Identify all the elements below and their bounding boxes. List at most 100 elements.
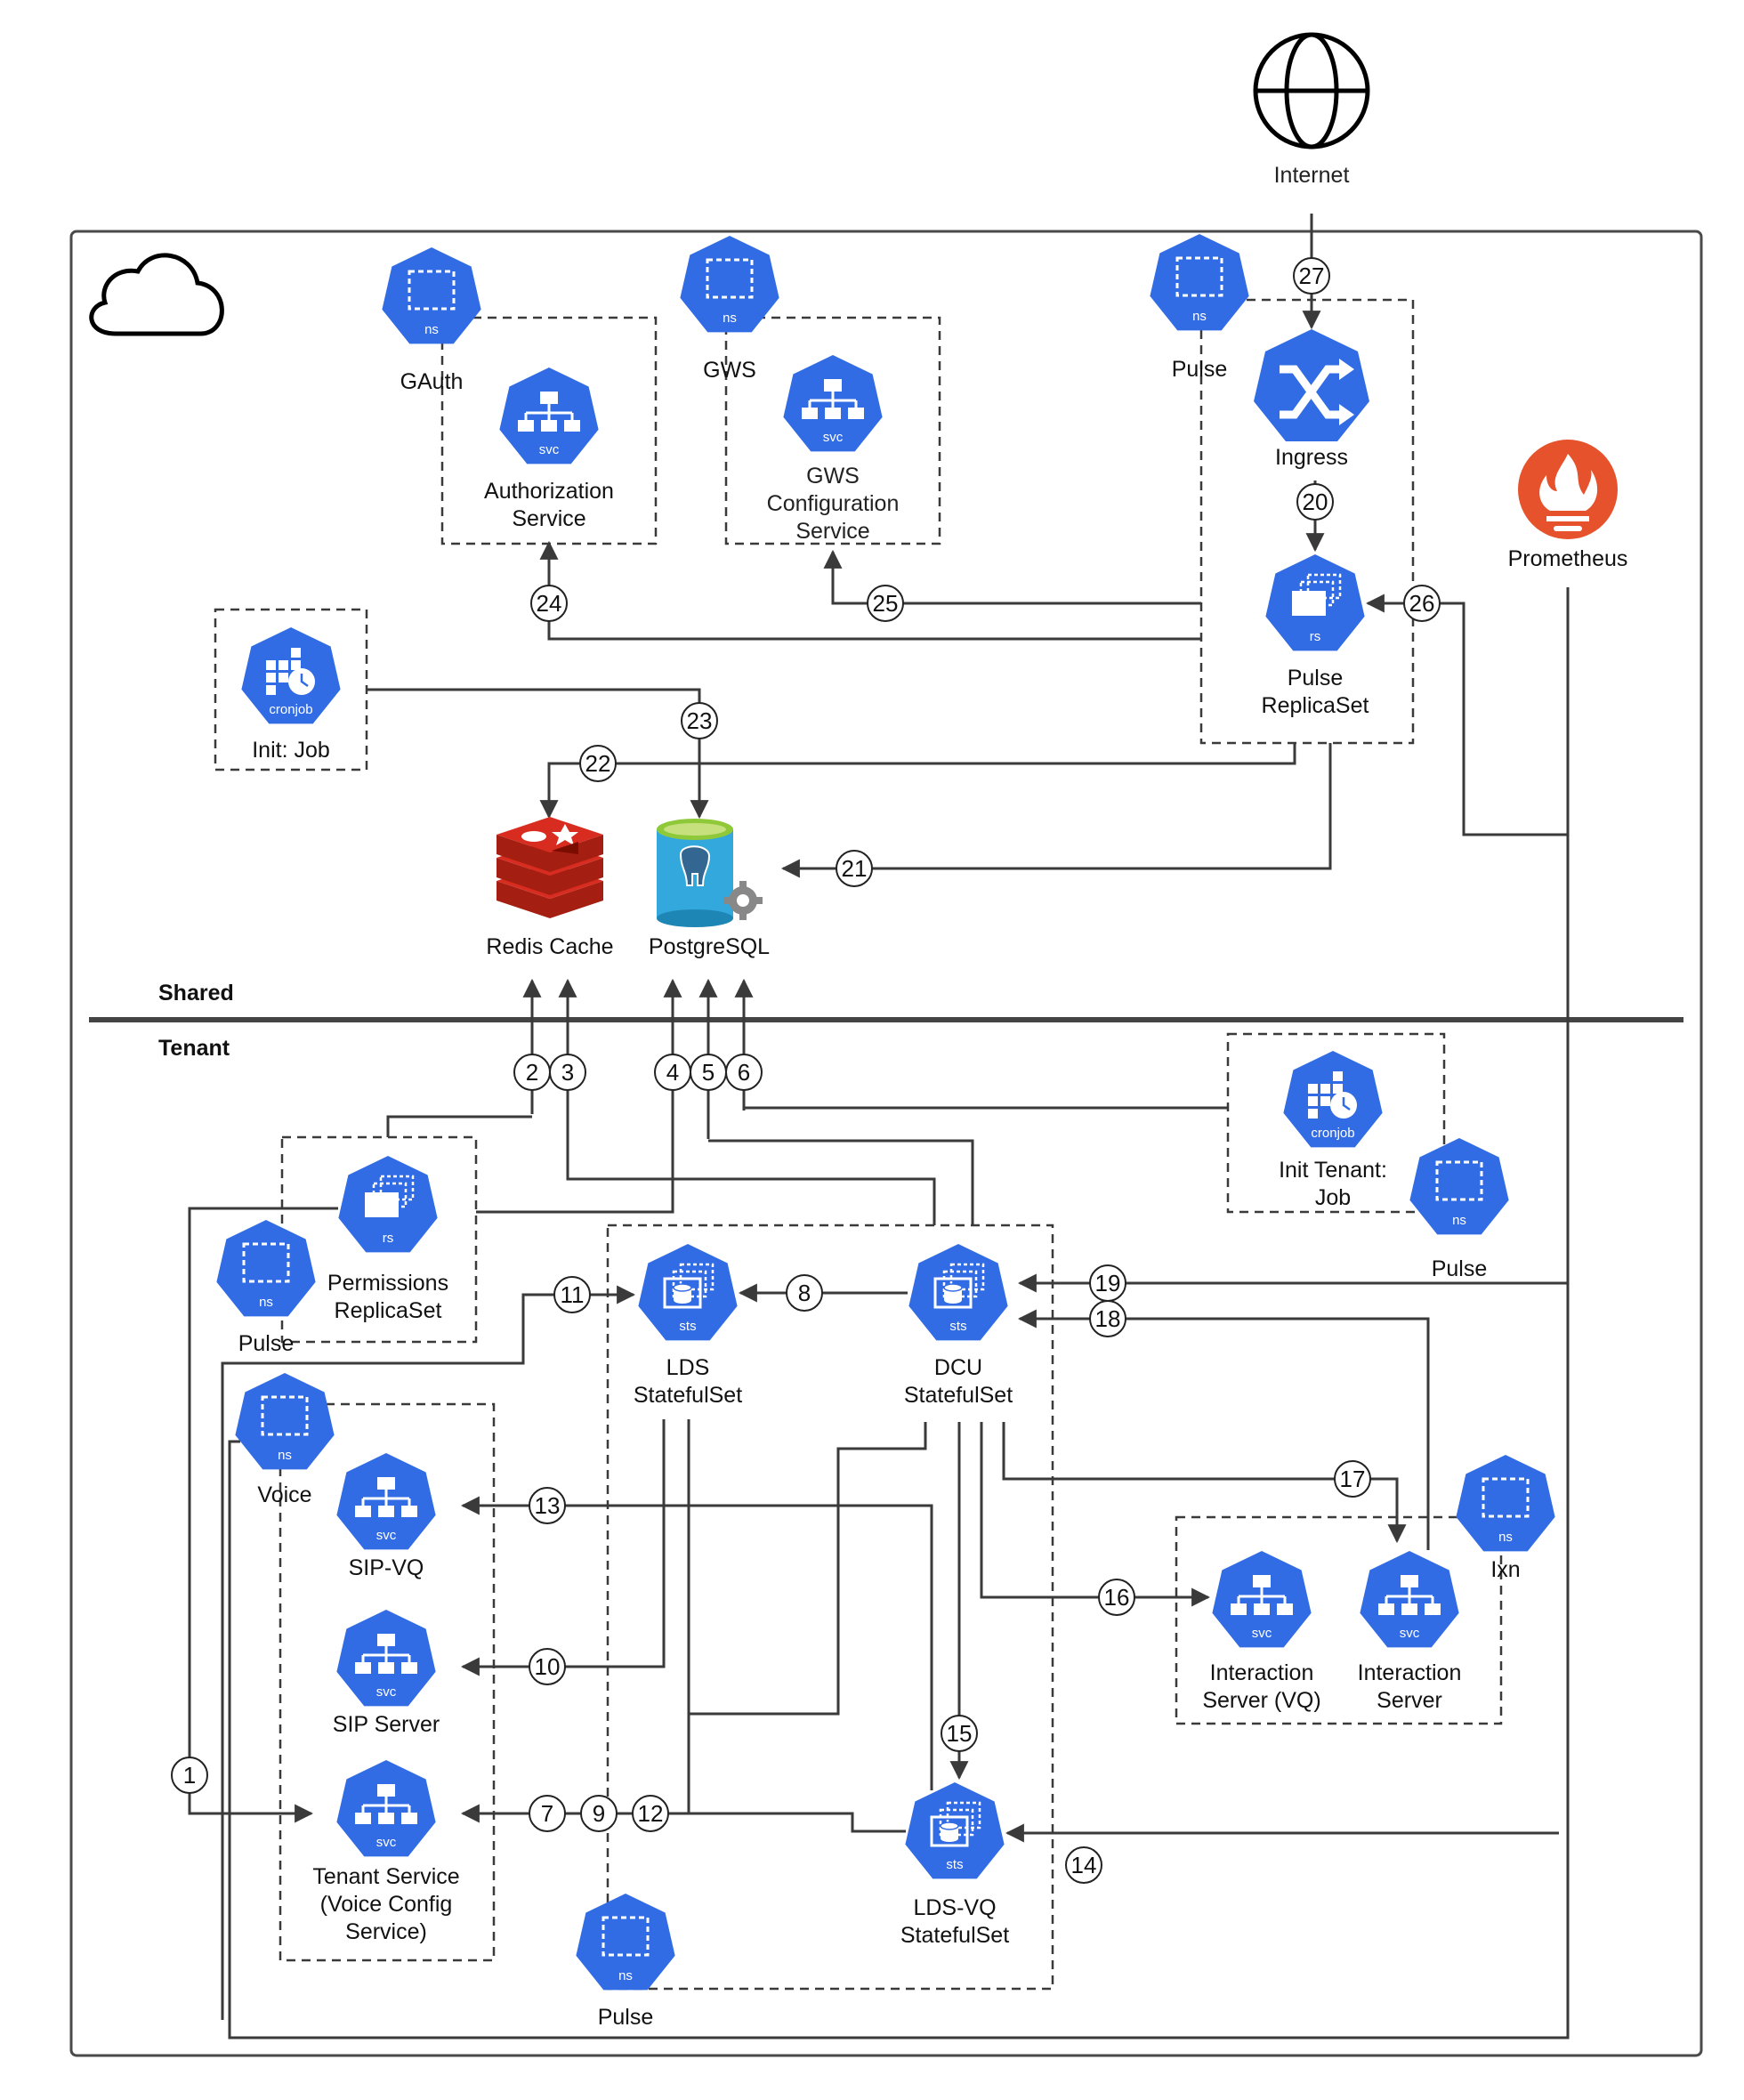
pulse-bottom-namespace-box — [606, 1224, 1054, 1991]
sip-vq-icon: svc — [336, 1453, 436, 1550]
svg-text:ns: ns — [1452, 1213, 1466, 1228]
svg-text:cronjob: cronjob — [269, 702, 312, 717]
step-marker-8: 8 — [786, 1274, 823, 1312]
gws-ns-icon: ns — [680, 236, 779, 333]
svg-text:rs: rs — [1310, 629, 1321, 644]
svg-text:8: 8 — [798, 1280, 811, 1306]
svg-text:20: 20 — [1303, 489, 1328, 515]
ns-label-voice: Voice — [257, 1482, 311, 1507]
step-marker-1: 1 — [171, 1757, 208, 1794]
svg-text:ns: ns — [1192, 309, 1207, 324]
step-marker-19: 19 — [1089, 1264, 1126, 1302]
svg-text:7: 7 — [541, 1800, 553, 1827]
step-marker-24: 24 — [530, 585, 568, 622]
voice-namespace-box — [279, 1402, 496, 1962]
authorization-service-icon: svc — [499, 368, 599, 464]
init-job-cronjob-icon: cronjob — [241, 627, 341, 724]
prometheus-icon — [1518, 440, 1618, 539]
step-marker-15: 15 — [941, 1715, 978, 1752]
svg-text:19: 19 — [1095, 1270, 1121, 1296]
step-marker-22: 22 — [579, 745, 617, 782]
sip-vq-label: SIP-VQ — [349, 1555, 424, 1580]
ns-label-ixn: Ixn — [1490, 1557, 1520, 1582]
svg-text:svc: svc — [1400, 1626, 1420, 1641]
svg-text:5: 5 — [702, 1059, 715, 1086]
gauth-ns-icon: ns — [382, 247, 481, 344]
step-marker-27: 27 — [1293, 257, 1330, 295]
pulse-init-tenant-ns-icon: ns — [1409, 1138, 1509, 1235]
pulse-top-ns-icon: ns — [1150, 234, 1249, 331]
redis-label: Redis Cache — [486, 934, 613, 959]
svg-text:15: 15 — [947, 1720, 973, 1747]
interaction-server-vq-icon: svc — [1212, 1551, 1312, 1648]
step-marker-14: 14 — [1065, 1846, 1102, 1884]
ingress-icon — [1254, 329, 1369, 441]
lds-vq-statefulset-icon: sts — [905, 1782, 1005, 1879]
step-markers: 27 20 24 25 26 23 22 21 2 3 4 5 6 11 8 1… — [171, 257, 1441, 1884]
pulse-bottom-ns-icon: ns — [576, 1894, 675, 1991]
init-job-label: Init: Job — [252, 738, 330, 763]
svg-text:18: 18 — [1095, 1305, 1121, 1332]
sip-server-icon: svc — [336, 1610, 436, 1707]
prometheus-label: Prometheus — [1508, 546, 1628, 571]
permissions-replicaset-icon: rs — [338, 1156, 438, 1253]
tenant-label: Tenant — [158, 1036, 230, 1061]
step-marker-3: 3 — [549, 1054, 586, 1091]
svg-text:25: 25 — [873, 590, 899, 617]
step-marker-25: 25 — [867, 585, 904, 622]
gws-configuration-service-icon: svc — [783, 355, 883, 452]
step-marker-26: 26 — [1403, 585, 1441, 622]
voice-ns-icon: ns — [235, 1373, 335, 1470]
dcu-statefulset-icon: sts — [908, 1244, 1008, 1341]
step-marker-6: 6 — [725, 1054, 763, 1091]
svg-text:svc: svc — [376, 1684, 397, 1700]
interaction-server-icon: svc — [1360, 1551, 1459, 1648]
svg-text:ns: ns — [259, 1295, 273, 1310]
step-marker-17: 17 — [1334, 1460, 1371, 1498]
svg-text:26: 26 — [1409, 590, 1435, 617]
ixn-namespace-box — [1175, 1515, 1503, 1725]
svg-text:3: 3 — [561, 1059, 574, 1086]
svg-text:ns: ns — [278, 1448, 292, 1463]
postgresql-label: PostgreSQL — [649, 934, 770, 959]
svg-text:1: 1 — [183, 1762, 196, 1789]
ns-label-pulse-init-tenant: Pulse — [1432, 1256, 1488, 1281]
step-marker-11: 11 — [553, 1276, 591, 1313]
svg-text:2: 2 — [526, 1059, 538, 1086]
svg-text:24: 24 — [537, 590, 562, 617]
svg-text:svc: svc — [376, 1528, 397, 1543]
svg-text:14: 14 — [1071, 1852, 1097, 1878]
internet-label: Internet — [1274, 163, 1350, 188]
pulse-top-namespace-box — [1199, 298, 1415, 745]
tenant-service-icon: svc — [336, 1760, 436, 1857]
ns-label-pulse-permissions: Pulse — [238, 1331, 295, 1356]
svg-text:16: 16 — [1104, 1584, 1130, 1611]
ns-label-gauth: GAuth — [400, 369, 464, 394]
globe-icon — [1253, 32, 1370, 149]
step-marker-13: 13 — [529, 1487, 566, 1524]
cloud-icon — [89, 253, 224, 336]
ixn-ns-icon: ns — [1456, 1455, 1555, 1552]
labels: GAuth GWS Pulse Pulse Voice Pulse Ixn Pu… — [238, 357, 1521, 2030]
svg-text:6: 6 — [738, 1059, 750, 1086]
svg-text:10: 10 — [535, 1653, 561, 1680]
step-marker-5: 5 — [690, 1054, 727, 1091]
postgresql-icon — [657, 819, 763, 927]
pulse-permissions-ns-icon: ns — [216, 1220, 316, 1317]
svg-text:sts: sts — [679, 1319, 696, 1334]
step-marker-7: 7 — [529, 1795, 566, 1832]
step-marker-12: 12 — [632, 1795, 669, 1832]
svg-text:ns: ns — [424, 322, 439, 337]
svg-text:9: 9 — [593, 1800, 605, 1827]
svg-text:4: 4 — [666, 1059, 679, 1086]
init-tenant-cronjob-icon: cronjob — [1283, 1051, 1383, 1148]
svg-text:22: 22 — [585, 750, 611, 777]
gws-namespace-box — [724, 316, 941, 545]
